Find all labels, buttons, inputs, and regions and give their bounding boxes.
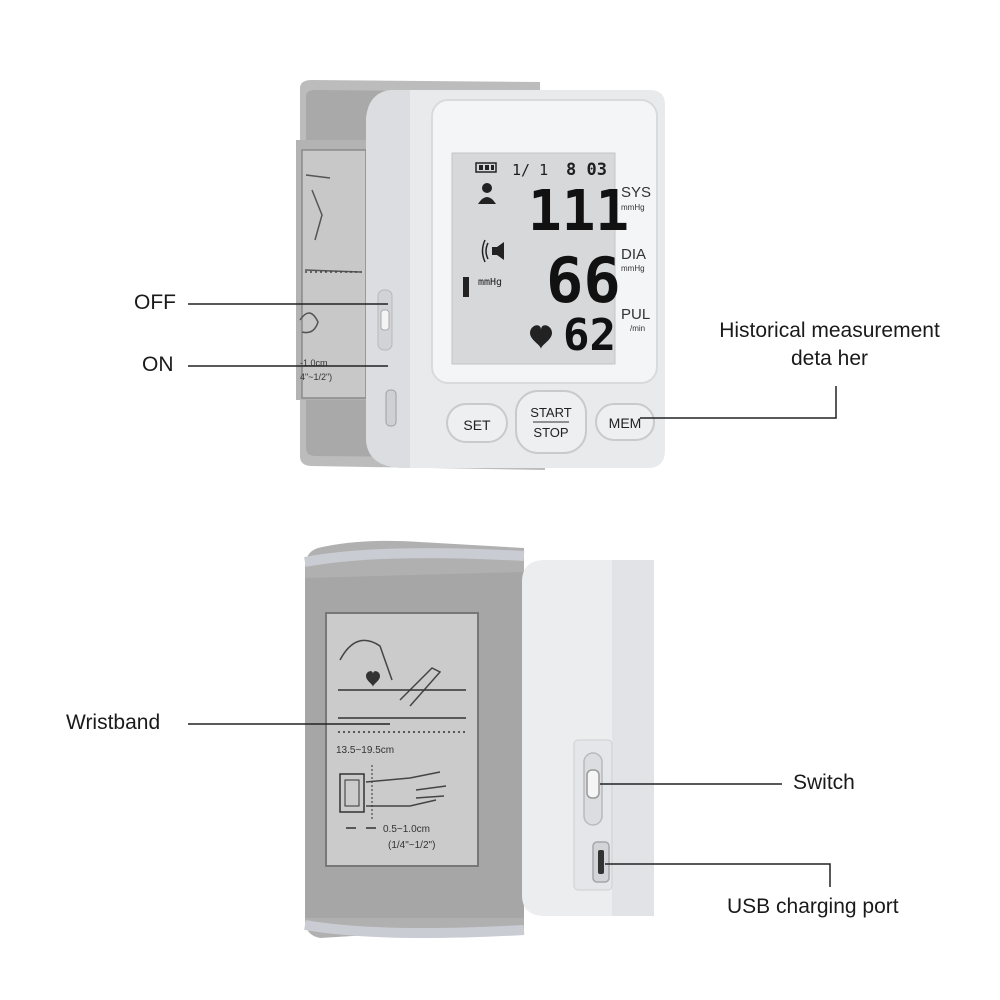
svg-text:SET: SET bbox=[463, 417, 491, 433]
history-label: Historical measurement deta her bbox=[692, 317, 967, 373]
side-switch[interactable] bbox=[583, 752, 603, 826]
dia-label: DIA bbox=[621, 246, 646, 263]
lcd-display: 1/ 1 8 03 mmHg 111 66 62 bbox=[463, 160, 629, 361]
sys-label: SYS bbox=[621, 184, 651, 201]
usb-leader-line bbox=[605, 863, 831, 887]
usb-port[interactable] bbox=[592, 841, 610, 883]
sys-unit: mmHg bbox=[621, 203, 645, 212]
on-label: ON bbox=[142, 353, 174, 376]
svg-text:START: START bbox=[530, 405, 571, 420]
svg-text:MEM: MEM bbox=[609, 415, 642, 431]
history-label-line1: Historical measurement bbox=[719, 319, 940, 342]
pul-unit: /min bbox=[630, 324, 645, 333]
cuff-heart-icon bbox=[366, 671, 380, 687]
mem-button[interactable]: MEM bbox=[595, 403, 655, 441]
svg-text:-1.0cm: -1.0cm bbox=[300, 358, 328, 368]
lcd-time: 8 03 bbox=[566, 160, 607, 180]
level-bar-icon bbox=[463, 277, 469, 297]
bottom-cuff: 13.5~19.5cm 0.5~1.0cm (1/4"~1/2") bbox=[304, 540, 525, 939]
cuff-distance-inch: (1/4"~1/2") bbox=[388, 840, 435, 851]
top-device-body bbox=[366, 90, 665, 468]
switch-label: Switch bbox=[793, 771, 855, 794]
lcd-side-labels: SYS mmHg DIA mmHg PUL /min bbox=[621, 184, 651, 333]
start-stop-button[interactable]: START STOP bbox=[515, 390, 587, 454]
cuff-distance: 0.5~1.0cm bbox=[383, 824, 430, 835]
lcd-systolic: 111 bbox=[528, 179, 629, 244]
bottom-device-body bbox=[522, 560, 654, 916]
lcd-diastolic: 66 bbox=[546, 244, 621, 317]
svg-text:STOP: STOP bbox=[533, 425, 568, 440]
battery-icon bbox=[475, 162, 497, 173]
lcd-pulse: 62 bbox=[563, 310, 616, 361]
lcd-unit: mmHg bbox=[478, 277, 502, 288]
history-label-line2: deta her bbox=[790, 347, 869, 370]
pul-label: PUL bbox=[621, 306, 650, 323]
svg-text:4"~1/2"): 4"~1/2") bbox=[300, 372, 332, 382]
lcd-date: 1/ 1 bbox=[512, 161, 548, 179]
history-leader-line bbox=[640, 386, 837, 419]
dia-unit: mmHg bbox=[621, 264, 645, 273]
set-button[interactable]: SET bbox=[446, 403, 508, 443]
off-label: OFF bbox=[134, 291, 176, 314]
wristband-label: Wristband bbox=[66, 711, 161, 734]
usb-label: USB charging port bbox=[727, 895, 899, 918]
heart-icon bbox=[530, 325, 552, 349]
user-icon bbox=[478, 183, 496, 204]
speaker-icon bbox=[481, 239, 504, 263]
cuff-size-range: 13.5~19.5cm bbox=[336, 745, 394, 756]
